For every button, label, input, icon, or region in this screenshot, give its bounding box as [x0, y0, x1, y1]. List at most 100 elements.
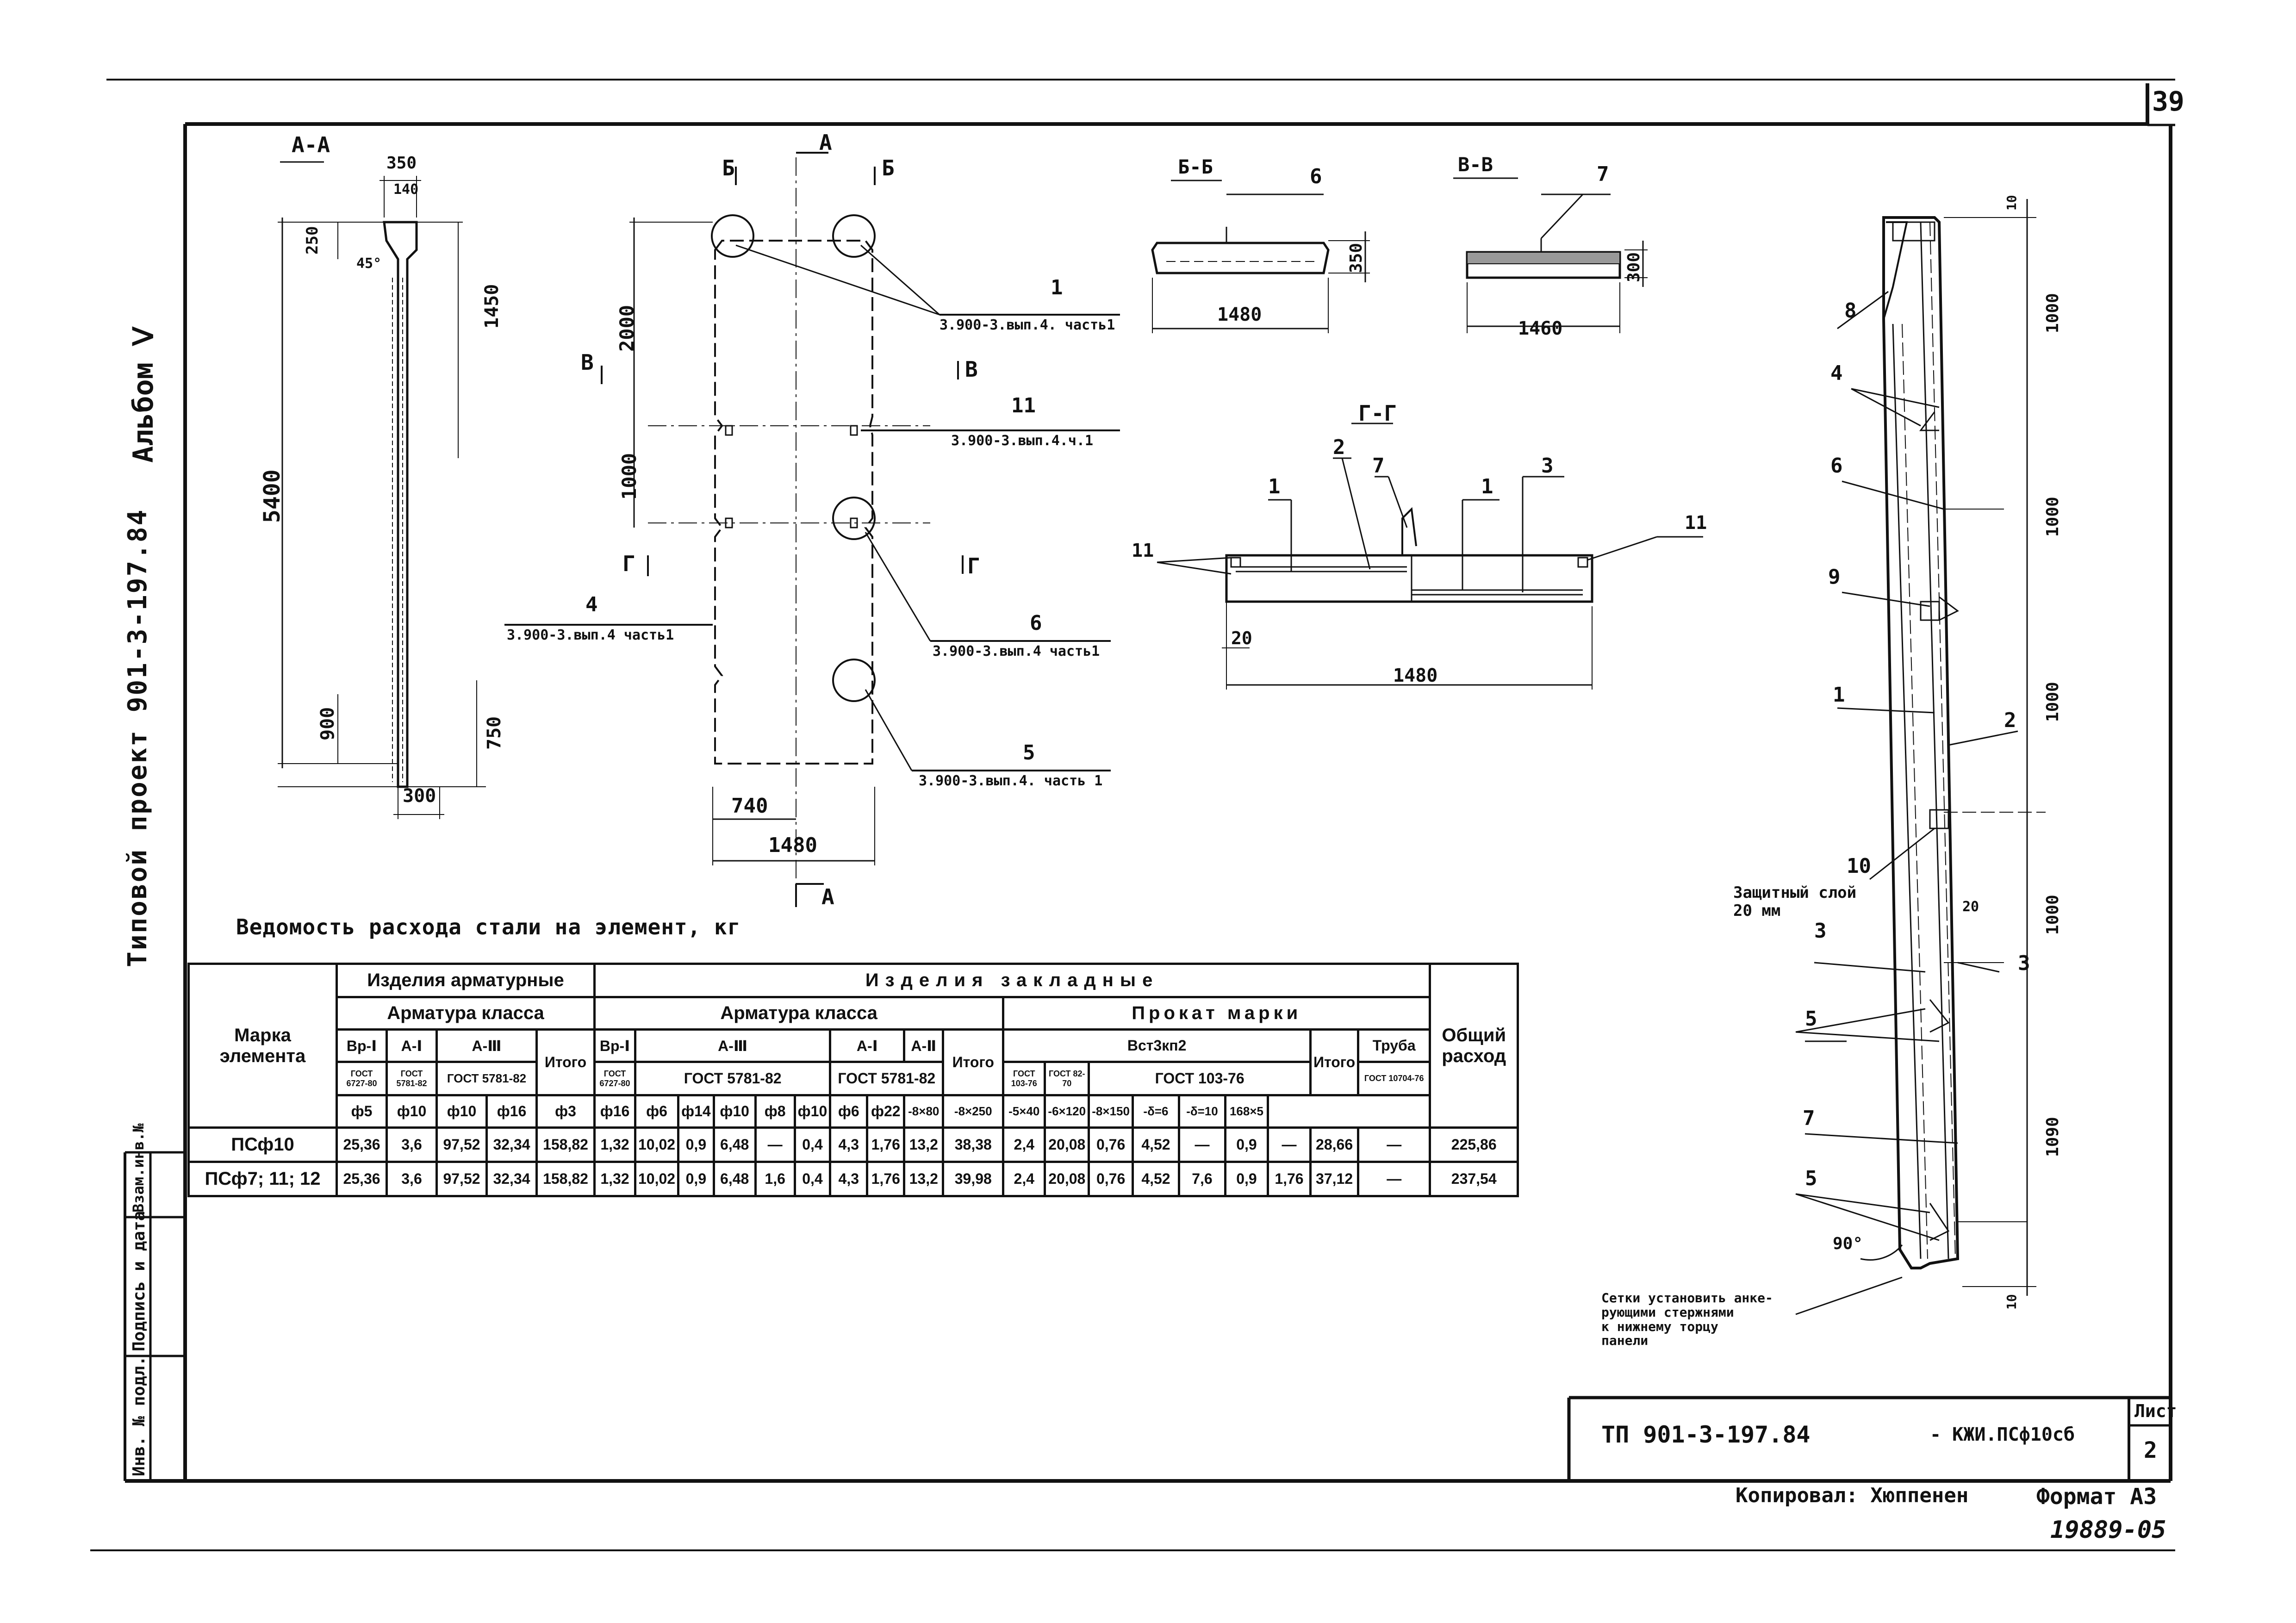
side-callout-5-upper: 5 — [1805, 1007, 1817, 1031]
sheet-label: Лист — [2134, 1401, 2177, 1421]
section-mark-b-left: Б — [722, 155, 735, 180]
dim-750: 750 — [484, 716, 505, 750]
section-bb-dim-1480: 1480 — [1217, 304, 1262, 325]
class-a3: А-Ⅲ — [436, 1028, 538, 1063]
table-cell: 158,82 — [535, 1161, 596, 1197]
rolled-size-cell: -δ=6 — [1131, 1094, 1180, 1129]
dim-1450: 1450 — [481, 284, 503, 329]
table-cell: 2,4 — [1002, 1161, 1046, 1197]
rolled-size-cell: -8×150 — [1088, 1094, 1134, 1129]
class-vr1: Вр-Ⅰ — [336, 1028, 388, 1063]
side-dim-1090: 1090 — [2043, 1117, 2062, 1157]
section-bb-title: Б-Б — [1178, 155, 1213, 178]
callout-1-num: 1 — [1051, 276, 1063, 299]
diam-cell: ф8 — [754, 1094, 796, 1129]
dim-740: 740 — [731, 794, 768, 818]
callout-6-ref: 3.900-3.вып.4 часть1 — [933, 643, 1100, 659]
rolled-size-cell: -6×120 — [1044, 1094, 1090, 1129]
table-cell: — — [1357, 1161, 1431, 1197]
section-gg-dim-1480: 1480 — [1393, 665, 1438, 686]
table-cell: 0,4 — [793, 1161, 832, 1197]
side-cell-inventory: Инв. № подл. — [130, 1356, 149, 1476]
table-cell: 0,9 — [677, 1161, 715, 1197]
album-label: Альбом Ⅴ — [127, 327, 160, 463]
dim-300: 300 — [403, 785, 436, 807]
section-mark-b-right: Б — [882, 155, 895, 180]
title-suffix: - КЖИ.ПСф10сб — [1930, 1424, 2075, 1445]
table-cell: 0,9 — [1224, 1161, 1269, 1197]
table-cell: 32,34 — [485, 1126, 538, 1163]
table-cell: 3,6 — [386, 1161, 438, 1197]
side-callout-1: 1 — [1833, 683, 1845, 707]
callout-11-ref: 3.900-3.вып.4.ч.1 — [951, 433, 1094, 449]
section-gg-title: Г-Г — [1358, 401, 1397, 426]
gost2-5781-a1a2: ГОСТ 5781-82 — [829, 1061, 945, 1096]
table-cell: 1,32 — [593, 1126, 636, 1163]
callout-4-ref: 3.900-3.вып.4 часть1 — [507, 627, 674, 643]
dim-140: 140 — [393, 181, 419, 198]
diam-cell: ф14 — [677, 1094, 715, 1129]
table-cell: 97,52 — [436, 1161, 488, 1197]
section-gg-callout-1a: 1 — [1268, 475, 1281, 498]
diam-cell: ф6 — [634, 1094, 680, 1129]
angle-45: 45° — [356, 255, 382, 272]
table-cell: 97,52 — [436, 1126, 488, 1163]
table-cell: — — [1177, 1126, 1226, 1163]
table-cell: 0,76 — [1088, 1126, 1134, 1163]
header-total: Общий расход — [1429, 963, 1519, 1129]
table-row: ПСф10 25,36 3,6 97,52 32,34 158,82 1,32 … — [187, 1126, 1519, 1163]
side-callout-2: 2 — [2004, 709, 2016, 732]
side-callout-6: 6 — [1830, 454, 1843, 478]
table-cell: — — [754, 1126, 796, 1163]
side-dim-10-bottom: 10 — [2004, 1294, 2019, 1310]
callout-1-ref: 3.900-3.вып.4. часть1 — [940, 317, 1115, 333]
table-cell: 7,6 — [1177, 1161, 1226, 1197]
section-vv-dim-300: 300 — [1624, 252, 1643, 282]
callout-6-num: 6 — [1030, 611, 1042, 635]
rolled-size-cell: -8×250 — [942, 1094, 1005, 1129]
rolled-grade: Вст3кп2 — [1002, 1028, 1312, 1063]
diam-cell: ф10 — [712, 1094, 757, 1129]
section-mark-g-left: Г — [622, 551, 635, 576]
side-dim-1000-1: 1000 — [2043, 293, 2062, 333]
side-dim-20: 20 — [1962, 899, 1979, 915]
gost3-103: ГОСТ 103-76 — [1002, 1061, 1046, 1096]
table-cell: 0,4 — [793, 1126, 832, 1163]
pipe-size-cell: 168×5 — [1224, 1094, 1269, 1129]
callout-5-ref: 3.900-3.вып.4. часть 1 — [919, 773, 1103, 789]
project-label: Типовой проект 901-3-197.84 — [123, 508, 153, 967]
row-mark: ПСф10 — [187, 1126, 338, 1163]
anchor-note: Сетки установить анке- рующими стержнями… — [1601, 1291, 1773, 1348]
format-label: Формат А3 — [2036, 1484, 2157, 1510]
class2-a1: А-Ⅰ — [829, 1028, 906, 1063]
class2-vr1: Вр-Ⅰ — [593, 1028, 636, 1063]
side-cell-signature: Подпись и дата — [130, 1211, 149, 1351]
table-cell: 6,48 — [712, 1161, 757, 1197]
header-mark: Марка элемента — [187, 963, 338, 1129]
anchor-note-line: к нижнему торцу — [1601, 1318, 1718, 1334]
table-cell: 1,76 — [866, 1126, 906, 1163]
side-callout-7: 7 — [1803, 1107, 1815, 1130]
diam-cell: ф6 — [829, 1094, 869, 1129]
diam-cell: ф16 — [485, 1094, 538, 1129]
table-cell: 25,36 — [336, 1126, 388, 1163]
side-callout-4: 4 — [1830, 361, 1843, 385]
side-angle-90: 90° — [1833, 1234, 1863, 1253]
table-cell: 13,2 — [903, 1126, 945, 1163]
table-cell: 4,3 — [829, 1161, 869, 1197]
side-dim-1000-2: 1000 — [2043, 497, 2062, 537]
gost-5781-a3: ГОСТ 5781-82 — [436, 1061, 538, 1096]
dim-5400: 5400 — [259, 469, 285, 523]
rolled-size-cell: -δ=10 — [1177, 1094, 1226, 1129]
section-gg-callout-1b: 1 — [1481, 475, 1493, 498]
rolled-size-cell: -8×80 — [903, 1094, 945, 1129]
section-vv-dim-1460: 1460 — [1518, 318, 1563, 339]
diam-cell: ф10 — [386, 1094, 438, 1129]
table-cell: — — [1266, 1126, 1312, 1163]
section-bb-callout: 6 — [1310, 165, 1322, 188]
table-cell: 237,54 — [1429, 1161, 1519, 1197]
table-cell: 1,76 — [866, 1161, 906, 1197]
callout-4-num: 4 — [585, 593, 598, 616]
gost-5781-a1: ГОСТ 5781-82 — [386, 1061, 438, 1096]
